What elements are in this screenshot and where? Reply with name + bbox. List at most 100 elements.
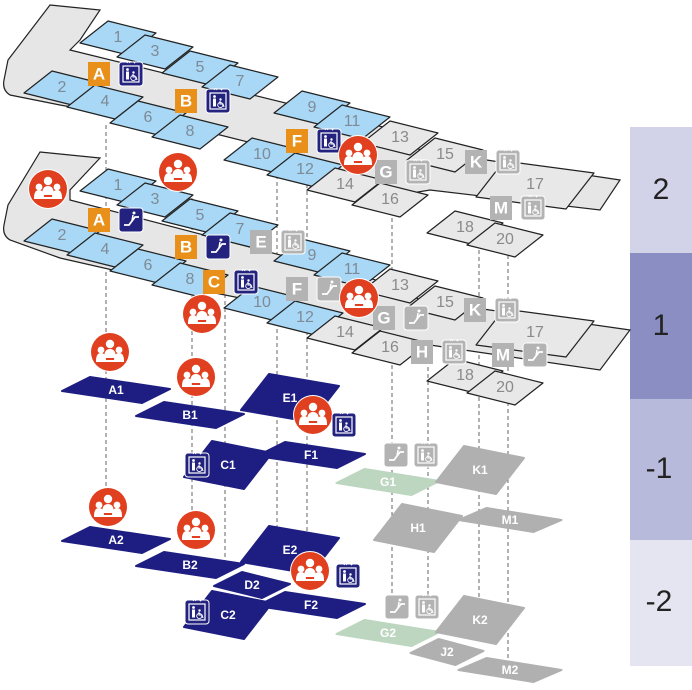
shop-number: 16 bbox=[381, 191, 399, 208]
area-label: M2 bbox=[502, 663, 519, 677]
escalator-icon bbox=[383, 442, 409, 468]
shop-number: 10 bbox=[253, 146, 271, 163]
underground-area-a1[interactable]: A1 bbox=[61, 376, 171, 404]
shop-number: 1 bbox=[114, 29, 123, 46]
shop-16[interactable]: 16 bbox=[351, 182, 429, 218]
crowd-icon bbox=[28, 169, 68, 209]
elevator-icon bbox=[118, 60, 144, 87]
underground-area-a2[interactable]: A2 bbox=[61, 526, 171, 554]
underground-area-f1[interactable]: F1 bbox=[256, 441, 366, 469]
area-label: A2 bbox=[108, 533, 124, 547]
shop-number: 17 bbox=[526, 324, 544, 341]
exit-letter: F bbox=[292, 279, 302, 298]
level-button-minus-2[interactable]: -2 bbox=[630, 540, 692, 666]
area-label: K1 bbox=[472, 463, 488, 477]
exit-letter: K bbox=[470, 152, 483, 171]
exit-letter: K bbox=[469, 300, 482, 319]
area-label: D2 bbox=[244, 578, 260, 592]
exit-g[interactable]: G bbox=[373, 305, 429, 331]
shop-3[interactable]: 3 bbox=[116, 34, 194, 70]
exit-letter: G bbox=[377, 308, 390, 327]
exit-e[interactable]: E bbox=[250, 228, 306, 255]
underground-area-g1[interactable]: G1 bbox=[335, 468, 441, 496]
shop-number: 8 bbox=[186, 271, 195, 288]
shop-number: 11 bbox=[344, 261, 361, 278]
underground-area-h1[interactable]: H1 bbox=[373, 503, 463, 553]
exit-k[interactable]: K bbox=[464, 296, 520, 323]
exit-b[interactable]: B bbox=[175, 87, 231, 114]
exit-letter: A bbox=[93, 64, 105, 83]
shop-13[interactable]: 13 bbox=[361, 120, 439, 156]
elevator-icon bbox=[405, 158, 431, 185]
crowd-icon bbox=[176, 357, 216, 397]
shop-number: 3 bbox=[151, 43, 160, 60]
underground-area-j2[interactable]: J2 bbox=[409, 638, 485, 666]
escalator-icon bbox=[316, 276, 342, 302]
underground-area-m1[interactable]: M1 bbox=[457, 507, 563, 533]
elevator-icon bbox=[205, 87, 231, 114]
crowd-icon bbox=[158, 152, 198, 192]
level-button-minus-1[interactable]: -1 bbox=[630, 399, 692, 540]
shop-number: 5 bbox=[196, 59, 205, 76]
shop-number: 13 bbox=[391, 129, 409, 146]
exit-letter: B bbox=[180, 91, 192, 110]
escalator-icon bbox=[403, 305, 429, 331]
underground-area-k2[interactable]: K2 bbox=[435, 595, 525, 645]
underground-area-g2[interactable]: G2 bbox=[335, 619, 441, 647]
exit-c[interactable]: C bbox=[203, 268, 259, 295]
exit-k[interactable]: K bbox=[465, 148, 521, 175]
exit-f[interactable]: F bbox=[286, 276, 342, 302]
exit-m[interactable]: M bbox=[492, 342, 548, 368]
area-label: K2 bbox=[472, 613, 488, 627]
underground-area-m2[interactable]: M2 bbox=[457, 657, 563, 683]
exit-h[interactable]: H bbox=[411, 338, 467, 365]
underground-area-k1[interactable]: K1 bbox=[435, 445, 525, 495]
area-label: B1 bbox=[182, 408, 198, 422]
shop-number: 14 bbox=[336, 176, 354, 193]
exit-letter: A bbox=[93, 210, 105, 229]
exit-b[interactable]: B bbox=[175, 234, 231, 260]
area-label: C2 bbox=[220, 608, 236, 622]
underground-area-b1[interactable]: B1 bbox=[135, 401, 245, 429]
shop-number: 11 bbox=[344, 113, 361, 130]
exit-m[interactable]: M bbox=[490, 194, 546, 221]
shop-number: 20 bbox=[496, 231, 514, 248]
level-label: -1 bbox=[646, 452, 673, 485]
exit-f[interactable]: F bbox=[286, 127, 342, 154]
shop-number: 15 bbox=[436, 146, 454, 163]
exit-letter: G bbox=[379, 162, 392, 181]
crowd-icon bbox=[338, 135, 378, 175]
area-label: C1 bbox=[220, 458, 236, 472]
elevator-icon bbox=[495, 148, 521, 175]
exit-a[interactable]: A bbox=[88, 60, 144, 87]
area-label: B2 bbox=[182, 558, 198, 572]
shop-number: 20 bbox=[496, 379, 514, 396]
escalator-icon bbox=[118, 207, 144, 233]
level-button-2[interactable]: 2 bbox=[630, 127, 692, 253]
underground-area-d2[interactable]: D2 bbox=[213, 571, 291, 599]
area-label: F2 bbox=[304, 598, 318, 612]
exit-g[interactable]: G bbox=[375, 158, 431, 185]
area-label: E1 bbox=[283, 391, 298, 405]
exit-letter: E bbox=[255, 232, 266, 251]
area-label: A1 bbox=[108, 383, 124, 397]
shop-number: 2 bbox=[58, 79, 67, 96]
exit-a[interactable]: A bbox=[88, 207, 144, 233]
elevator-icon bbox=[494, 296, 520, 323]
shop-20[interactable]: 20 bbox=[466, 370, 544, 406]
shop-8[interactable]: 8 bbox=[151, 114, 229, 150]
shop-20[interactable]: 20 bbox=[466, 222, 544, 258]
shop-number: 15 bbox=[436, 294, 454, 311]
underground-area-b2[interactable]: B2 bbox=[135, 551, 245, 579]
escalator-icon bbox=[522, 342, 548, 368]
shop-14[interactable]: 14 bbox=[306, 167, 384, 203]
level-button-1[interactable]: 1 bbox=[630, 253, 692, 399]
shop-number: 6 bbox=[144, 109, 153, 126]
shop-number: 1 bbox=[114, 177, 123, 194]
underground-area-f2[interactable]: F2 bbox=[256, 591, 366, 619]
shop-number: 12 bbox=[296, 161, 314, 178]
shop-14[interactable]: 14 bbox=[306, 315, 384, 351]
shop-16[interactable]: 16 bbox=[351, 330, 429, 366]
crowd-icon bbox=[293, 395, 333, 435]
